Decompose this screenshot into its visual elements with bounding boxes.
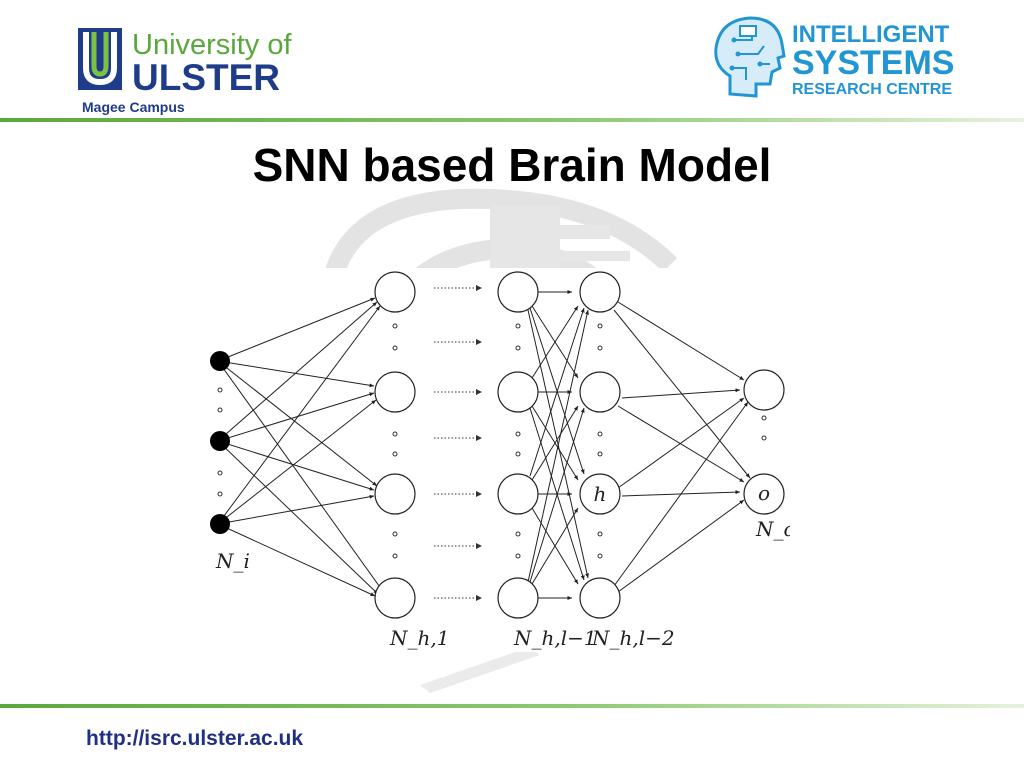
dotted-link-arrowheads — [476, 285, 482, 601]
neuron-node — [497, 271, 539, 313]
header-divider — [0, 118, 1024, 122]
neuron-node — [497, 473, 539, 515]
neuron-node — [374, 271, 416, 313]
neuron-node — [497, 371, 539, 413]
dotted-layer-links — [434, 287, 476, 599]
hidden-layer-1-label: N_h,1 — [389, 626, 449, 650]
input-layer — [210, 351, 230, 534]
hidden-layer-l-2-label: N_h,l−2 — [591, 626, 675, 650]
neuron-node — [579, 577, 621, 619]
hidden-layer-l-1 — [497, 271, 539, 619]
isrc-logo: INTELLIGENT SYSTEMS RESEARCH CENTRE — [714, 16, 954, 98]
neuron-node — [374, 577, 416, 619]
campus-label: Magee Campus — [82, 99, 185, 115]
university-of-text: University of — [132, 29, 292, 61]
h-node-label: h — [594, 482, 607, 506]
input-node — [210, 514, 230, 534]
neuron-node — [579, 371, 621, 413]
neuron-node — [579, 271, 621, 313]
hidden-layer-1 — [374, 271, 416, 619]
ulster-u-mark-icon — [78, 28, 122, 90]
output-layer — [743, 369, 785, 515]
isrc-head-icon — [714, 16, 786, 98]
snn-network-diagram: h o N_i N_h,1 N_h,l−1 N_h,l−2 N_o — [208, 268, 790, 652]
footer-divider — [0, 704, 1024, 708]
ulster-text: ULSTER — [132, 57, 280, 98]
neuron-node — [743, 369, 785, 411]
input-node — [210, 351, 230, 371]
hidden-layer-l-1-label: N_h,l−1 — [513, 626, 597, 650]
neuron-node-h — [579, 473, 621, 515]
input-node — [210, 431, 230, 451]
ellipsis-dots — [217, 323, 767, 559]
neuron-node — [497, 577, 539, 619]
isrc-systems-text: SYSTEMS — [792, 44, 954, 82]
university-of-ulster-logo: University of ULSTER — [78, 28, 292, 98]
neuron-node — [374, 371, 416, 413]
input-layer-label: N_i — [215, 549, 250, 573]
isrc-intelligent-text: INTELLIGENT — [792, 21, 950, 48]
slide-title: SNN based Brain Model — [252, 139, 772, 191]
hidden-layer-l-2 — [579, 271, 621, 619]
neuron-node-o — [743, 473, 785, 515]
footer-url-link[interactable]: http://isrc.ulster.ac.uk — [86, 727, 304, 750]
output-layer-label: N_o — [755, 517, 790, 541]
o-node-label: o — [758, 481, 770, 505]
isrc-research-centre-text: RESEARCH CENTRE — [792, 81, 952, 98]
connection-arrows — [217, 290, 751, 600]
neuron-node — [374, 473, 416, 515]
